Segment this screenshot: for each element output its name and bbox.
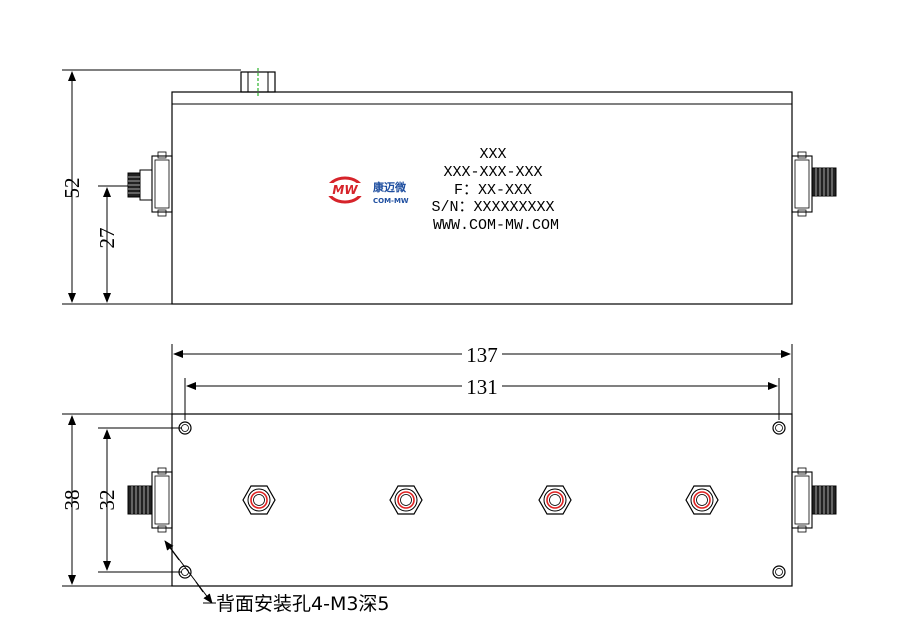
- dimension-52: 52: [60, 69, 241, 305]
- product-label: XXX XXX-XXX-XXX F：XX-XXX S/N：XXXXXXXXX W…: [431, 146, 559, 234]
- right-sma-connector-top: [791, 151, 837, 217]
- logo-mark: MW: [332, 183, 358, 197]
- label-line-1: XXX: [479, 146, 506, 163]
- dimension-32-label: 32: [95, 490, 119, 511]
- bottom-view-body: [171, 413, 793, 587]
- bottom-view: 137 131 38 32: [60, 343, 837, 615]
- right-sma-connector-bottom: [791, 467, 837, 533]
- label-line-2: XXX-XXX-XXX: [443, 164, 542, 181]
- dimension-137: 137: [171, 343, 793, 414]
- company-logo: MW 康迈微 COM-MW: [326, 176, 409, 205]
- logo-name-en: COM-MW: [373, 197, 409, 205]
- dimension-32: 32: [95, 427, 182, 573]
- dimension-38: 38: [60, 413, 172, 587]
- dimension-52-label: 52: [60, 178, 84, 199]
- left-sma-connector-top: [127, 151, 173, 217]
- mounting-hole-leader: [164, 540, 216, 604]
- dimension-38-label: 38: [60, 490, 84, 511]
- dimension-131: 131: [184, 375, 780, 420]
- dimension-131-label: 131: [466, 375, 498, 399]
- top-view: 52 27: [60, 68, 837, 305]
- tuning-screw-1: [242, 485, 276, 515]
- tuning-screw-4: [685, 485, 719, 515]
- label-line-4: S/N：XXXXXXXXX: [431, 199, 554, 216]
- dimension-137-label: 137: [466, 343, 498, 367]
- label-line-3: F：XX-XXX: [454, 182, 532, 199]
- left-sma-connector-bottom: [127, 467, 173, 533]
- tuning-screw-2: [389, 485, 423, 515]
- mounting-hole-note: 背面安装孔4-M3深5: [216, 593, 390, 615]
- top-nut: [240, 68, 276, 96]
- mounting-hole-top-right: [772, 421, 786, 435]
- label-line-5: WWW.COM-MW.COM: [433, 217, 559, 234]
- mounting-hole-top-left: [178, 421, 192, 435]
- dimension-27-label: 27: [95, 228, 119, 249]
- mounting-hole-bottom-right: [772, 565, 786, 579]
- tuning-screw-3: [538, 485, 572, 515]
- dimension-27: 27: [95, 185, 128, 303]
- logo-name-cn: 康迈微: [373, 180, 407, 194]
